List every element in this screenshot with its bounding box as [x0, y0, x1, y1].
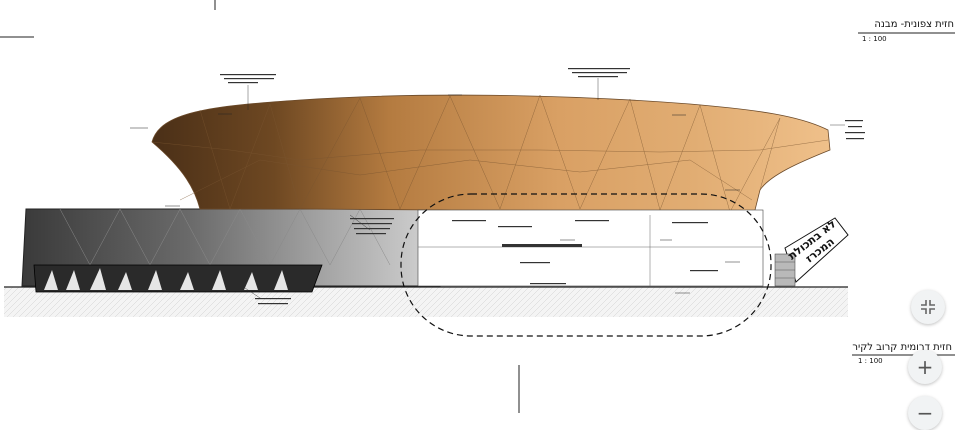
north-elevation-scale: 1 : 100 [862, 35, 887, 43]
plus-icon: + [916, 355, 934, 379]
beam [502, 244, 582, 247]
base-facets [59, 208, 391, 266]
level-markers [130, 94, 740, 294]
south-elevation-title: חזית דרומית קרוב לקיר [852, 342, 952, 353]
minus-icon: − [916, 401, 934, 425]
window-triangles [44, 268, 288, 290]
elevation-drawing [0, 0, 955, 413]
zoom-out-button[interactable]: − [908, 396, 942, 430]
annotation-leaders [244, 78, 845, 299]
side-grid [775, 261, 795, 279]
south-elevation-scale: 1 : 100 [858, 357, 883, 365]
scope-outline [400, 193, 772, 337]
fit-screen-icon [921, 300, 935, 314]
roof-facets [151, 94, 829, 213]
roof-volume [151, 94, 831, 223]
north-elevation-title: חזית צפונית- מבנה [874, 19, 954, 30]
fit-screen-button[interactable] [911, 290, 945, 324]
zoom-in-button[interactable]: + [908, 350, 942, 384]
annotation-text-blocks [220, 68, 865, 305]
section-box [417, 209, 764, 287]
